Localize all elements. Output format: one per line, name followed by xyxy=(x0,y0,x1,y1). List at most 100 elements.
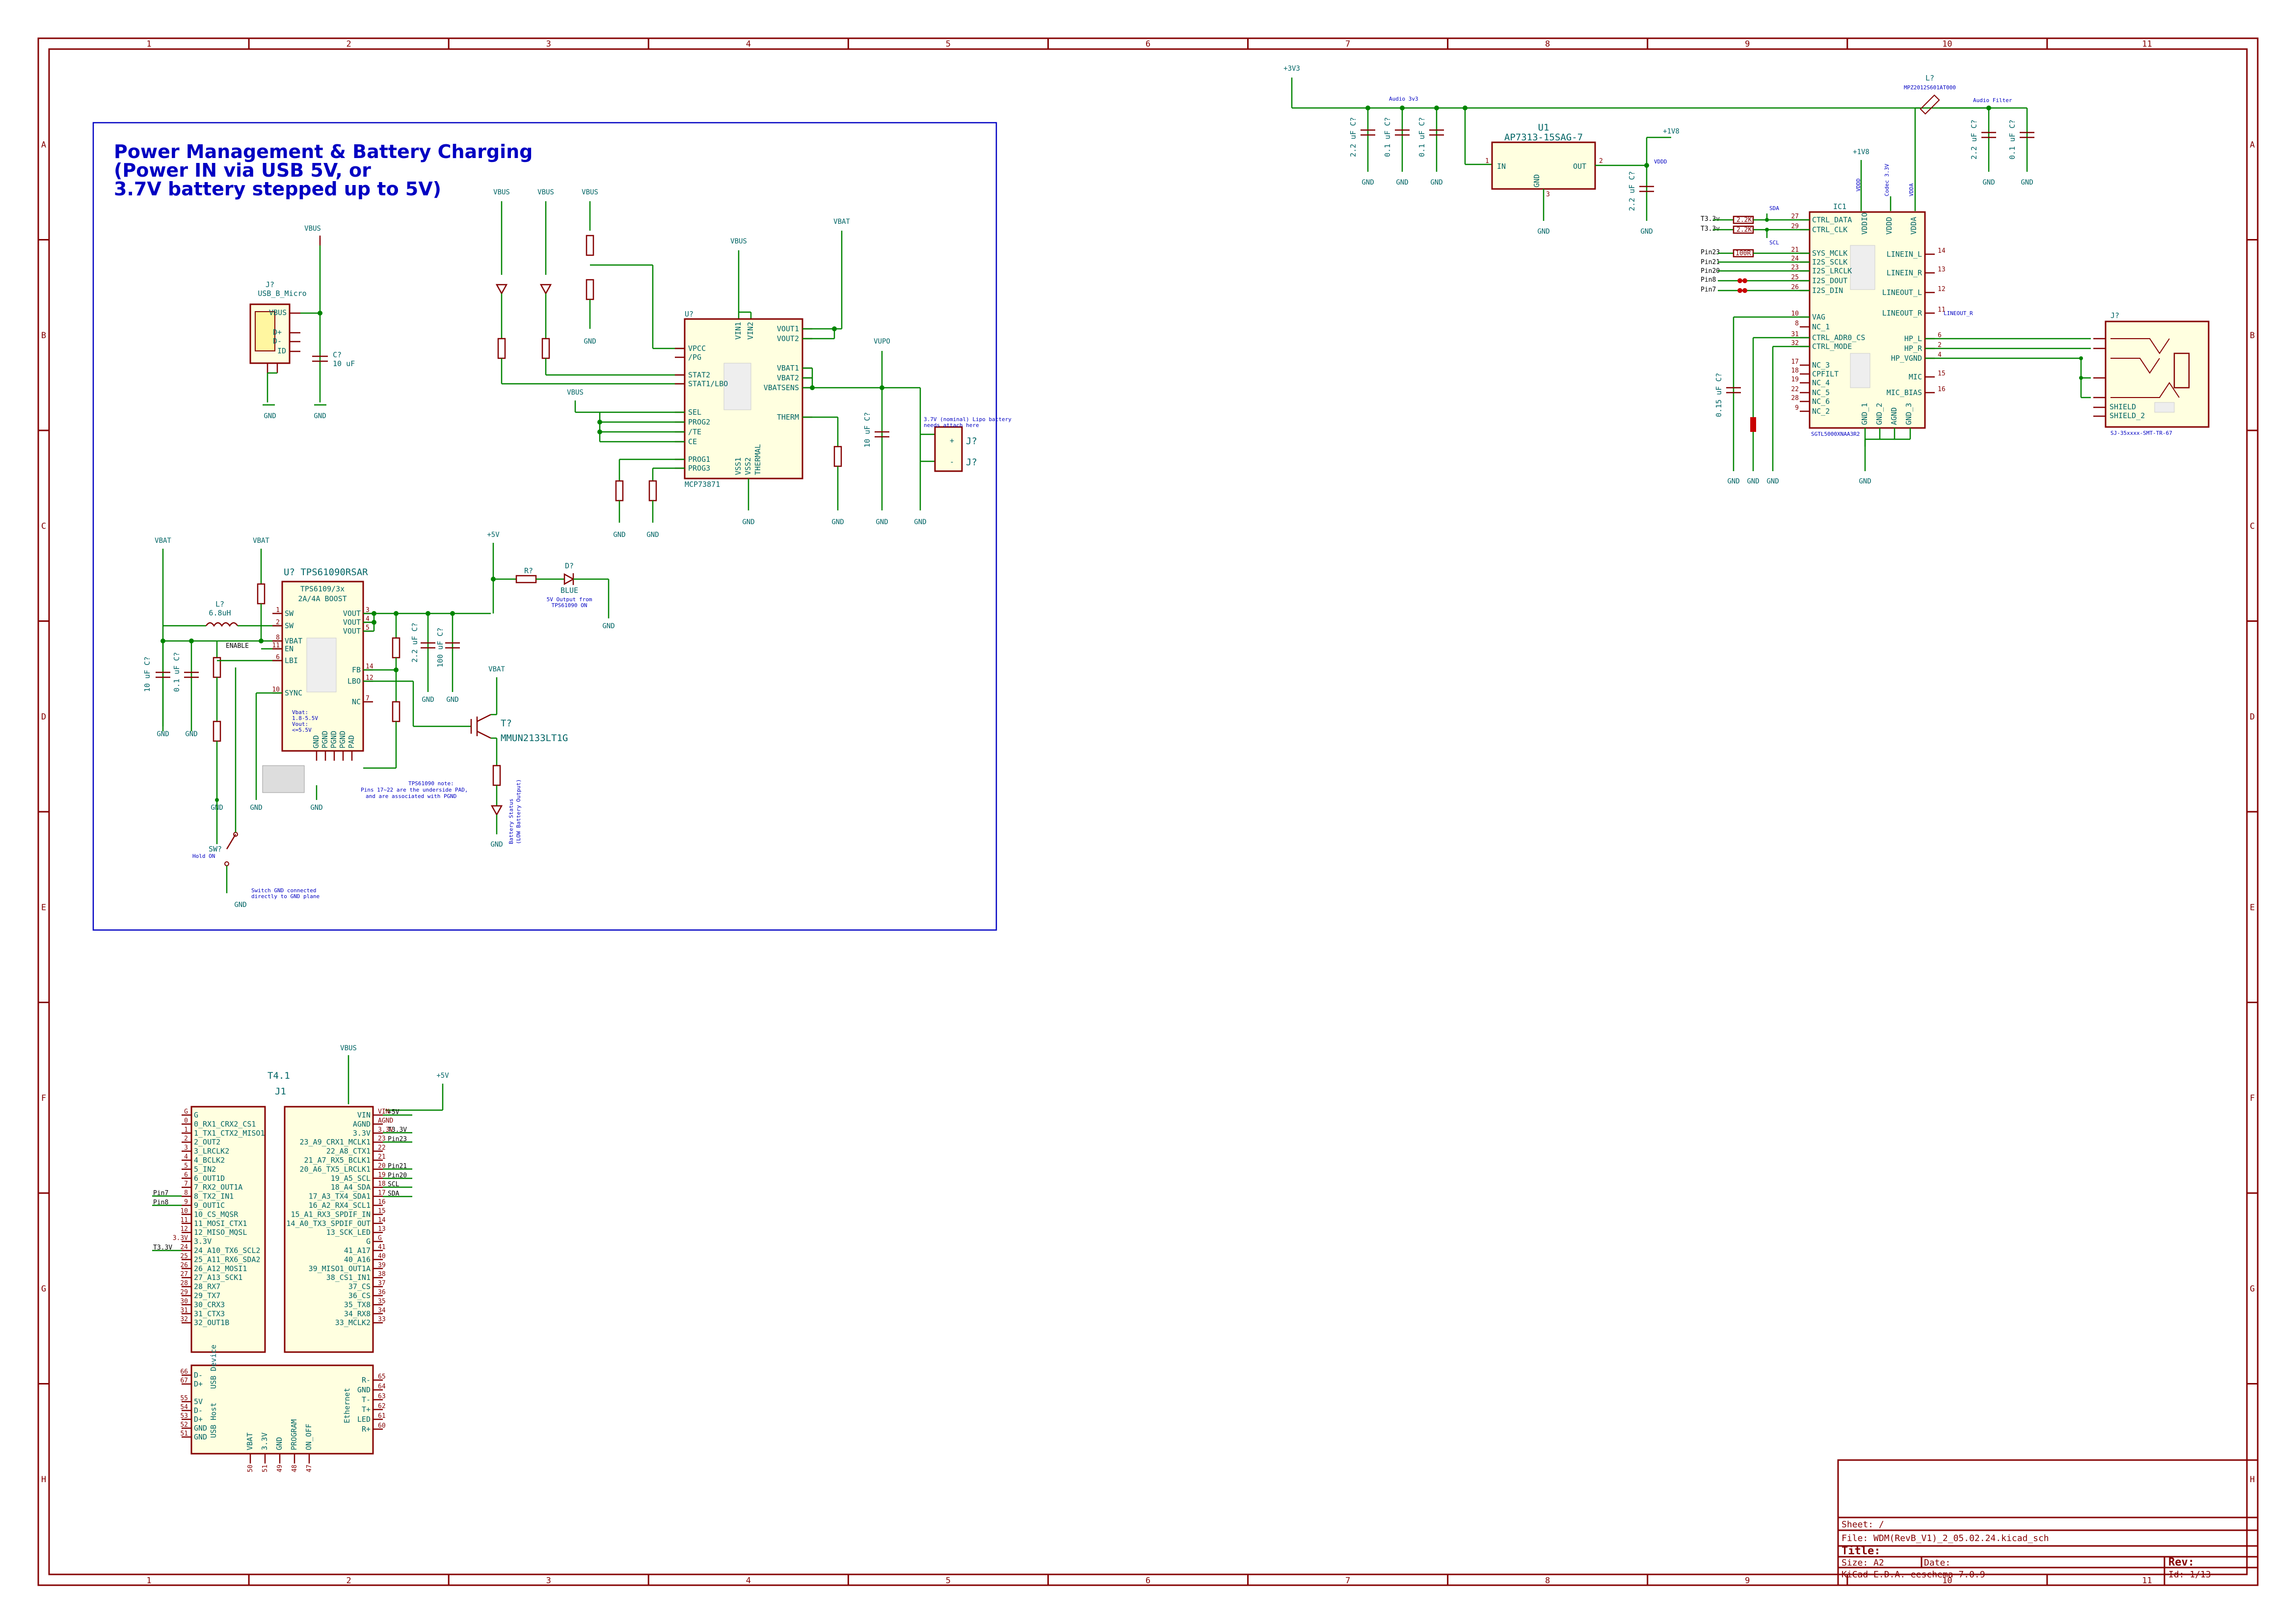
sel-vbus: VBUS xyxy=(567,389,584,397)
codec-pin-label: NC_2 xyxy=(1812,407,1830,416)
codec-pin-label: I2S_LRCLK xyxy=(1812,266,1852,275)
audio-codec-sgtl5000: +1V8 VDDD Codec 3.3V VDDA IC1 SGTL5000XN… xyxy=(1701,107,2091,485)
boost-vbat-1: VBAT xyxy=(155,537,171,545)
battery-ref-1: J? xyxy=(966,436,977,447)
codec-pin-label: CTRL_DATA xyxy=(1812,215,1852,224)
teensy-pin-label: R- xyxy=(362,1376,371,1384)
teensy-pin-num: 30 xyxy=(180,1298,188,1305)
boost-pin-label: PGND xyxy=(338,731,347,748)
r2k2-2: 2.2K xyxy=(1736,226,1752,234)
teensy-pin-label: 1_TX1_CTX2_MISO1 xyxy=(194,1129,265,1138)
teensy-pin-label: 26_A12_MOSI1 xyxy=(194,1264,247,1273)
led-blue-ref: D? xyxy=(565,561,574,570)
boost-inner-2: 2A/4A BOOST xyxy=(298,594,347,603)
boost-pin-label: LBI xyxy=(285,656,298,665)
boost-pin-label: SW xyxy=(285,609,294,618)
boost-cin-1: 10 uF C? xyxy=(143,657,152,692)
charger-pin-label: VOUT1 xyxy=(777,324,799,333)
boost-vnote: Vbat: xyxy=(292,709,308,716)
codec-pin-label: CTRL_MODE xyxy=(1812,342,1852,351)
teensy-pin-num: 21 xyxy=(378,1153,386,1161)
teensy-pin-label: D+ xyxy=(194,1415,203,1424)
boost-pin-num: 6 xyxy=(276,654,280,661)
ferrite-cap-2: 0.1 uF C? xyxy=(2008,120,2017,160)
teensy-pin-label: 33_MCLK2 xyxy=(335,1318,371,1327)
frame-col-top: 3 xyxy=(546,39,551,49)
charger-pin-label: VBAT2 xyxy=(777,373,799,382)
usb-ref: J? xyxy=(266,280,274,289)
frame-row-left: A xyxy=(41,140,46,150)
codec-pin-label: LINEIN_R xyxy=(1887,268,1922,277)
teensy-pin-num: 63 xyxy=(378,1393,386,1400)
codec-pin-num: 6 xyxy=(1938,332,1942,339)
battery-note-2: needs attach here xyxy=(924,422,979,428)
boost-pin-label: FB xyxy=(352,665,361,674)
frame-row-left: E xyxy=(41,903,46,912)
teensy-net-label: Pin8 xyxy=(153,1199,168,1206)
teensy-pin-num: 0 xyxy=(184,1117,188,1124)
tb-sheet: Sheet: / xyxy=(1842,1519,1884,1530)
teensy-pin-num: 53 xyxy=(180,1412,188,1420)
codec-pin-num: 28 xyxy=(1791,395,1799,402)
boost-pin-num: 5 xyxy=(366,624,370,632)
vupo-label: VUPO xyxy=(874,338,890,346)
frame-row-left: G xyxy=(41,1284,46,1294)
teensy-pin-label: 25_A11_RX6_SDA2 xyxy=(194,1255,260,1264)
teensy-pin-num: AGND xyxy=(378,1117,393,1124)
teensy-pin-num: 62 xyxy=(378,1403,386,1410)
ferrite-note: Audio Filter xyxy=(1973,97,2012,104)
teensy-pin-label: 8_TX2_IN1 xyxy=(194,1192,234,1201)
codec-sda: SDA xyxy=(1769,205,1779,212)
teensy-pin-label: 32_OUT1B xyxy=(194,1318,229,1327)
teensy-pin-label: 39_MISO1_OUT1A xyxy=(309,1264,371,1273)
teensy-pin-num: 48 xyxy=(291,1464,298,1472)
usb-pin-dm: D- xyxy=(273,337,282,346)
teensy-net-label: Pin7 xyxy=(153,1190,168,1197)
reg-ref: U1 xyxy=(1538,122,1549,133)
frame-col-top: 6 xyxy=(1146,39,1150,49)
teensy-pin-label: D- xyxy=(194,1371,203,1380)
codec-pin-num: 26 xyxy=(1791,284,1799,291)
charger-pin-label: STAT2 xyxy=(688,371,710,379)
boost-vnote: Vout: xyxy=(292,721,308,727)
boost-pin-num: 3 xyxy=(366,607,370,614)
transistor-ref: T? xyxy=(501,718,512,729)
frame-col-bottom: 10 xyxy=(1942,1576,1952,1586)
charger-pin-label: SEL xyxy=(688,408,701,417)
boost-pin-num: 14 xyxy=(366,663,374,670)
section-heading-1: Power Management & Battery Charging xyxy=(114,141,533,162)
teensy-pin-label: D+ xyxy=(194,1380,203,1388)
charger-pin-label: THERM xyxy=(777,413,799,422)
boost-cin-2: 0.1 uF C? xyxy=(172,652,181,692)
frame-row-left: B xyxy=(41,331,46,341)
frame-col-top: 10 xyxy=(1942,39,1952,49)
teensy-usb-device: USB Device xyxy=(209,1345,218,1389)
charger-vbus-1: VBUS xyxy=(493,188,510,196)
led-blue-value: BLUE xyxy=(561,586,578,595)
frame-row-right: H xyxy=(2250,1475,2255,1485)
charger-pin-label: CE xyxy=(688,437,697,446)
teensy-pin-num: 27 xyxy=(180,1271,188,1278)
teensy-pin-label: ON_OFF xyxy=(304,1424,313,1450)
teensy-pin-num: 51 xyxy=(180,1430,188,1437)
teensy-net-label: Pin21 xyxy=(388,1163,407,1170)
usb-cap-gnd: GND xyxy=(314,412,326,420)
teensy-plus5v: +5V xyxy=(436,1072,449,1080)
jack-pin-shield2: SHIELD_2 xyxy=(2109,411,2145,420)
boost-pin-num: 2 xyxy=(276,619,280,626)
transistor-value: MMUN2133LT1G xyxy=(501,733,568,744)
teensy-pin-num: 22 xyxy=(378,1144,386,1152)
teensy-pin-label: 3.3V xyxy=(260,1433,269,1450)
codec-pin-label: NC_6 xyxy=(1812,397,1830,406)
frame-col-bottom: 7 xyxy=(1345,1576,1350,1586)
led-low-note-2: (LOW Battery Output) xyxy=(515,779,522,844)
teensy-pin-label: 34_RX8 xyxy=(344,1309,371,1318)
codec-scl: SCL xyxy=(1769,239,1779,246)
codec-1v8: +1V8 xyxy=(1853,148,1869,156)
ldo-regulator-section: +3V3 Audio 3v3 2.2 uF C? 0.1 uF C? 0.1 u… xyxy=(1283,65,2034,236)
sync-gnd: GND xyxy=(250,804,262,812)
teensy-pin-label: GND xyxy=(275,1437,284,1450)
teensy-pin-num: 31 xyxy=(180,1307,188,1314)
reg-value: AP7313-15SAG-7 xyxy=(1504,132,1583,143)
frame-row-left: C xyxy=(41,521,46,531)
